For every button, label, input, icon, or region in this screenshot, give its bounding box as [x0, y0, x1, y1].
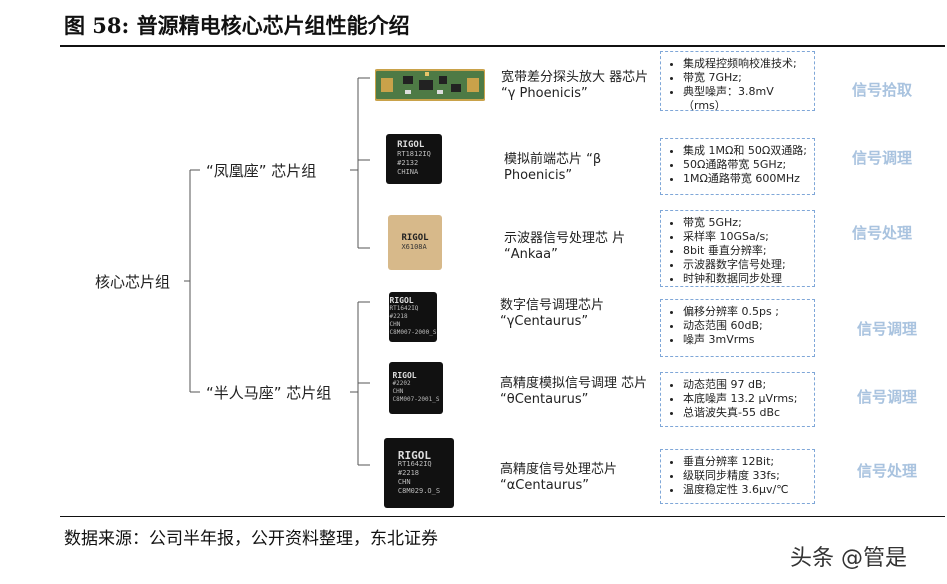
spec-box-b-phoenicis: 集成 1MΩ和 50Ω双通路; 50Ω通路带宽 5GHz; 1MΩ通路带宽 60…	[660, 138, 815, 195]
group-phoenix: “凤凰座” 芯片组	[206, 162, 317, 180]
spec-item: 50Ω通路带宽 5GHz;	[683, 158, 808, 172]
spec-item: 带宽 5GHz;	[683, 216, 808, 230]
chip-t-centaurus-image: RIGOL #2202 CHN C8M007-2001_S	[389, 362, 443, 414]
footer-rule	[60, 516, 945, 517]
figure-title: 图 58: 普源精电核心芯片组性能介绍	[64, 13, 410, 38]
function-tag-signal-processing: 信号处理	[857, 462, 918, 480]
spec-item: 集成 1MΩ和 50Ω双通路;	[683, 144, 808, 158]
chip-marking-brand: RIGOL	[401, 232, 429, 243]
spec-item: 示波器数字信号处理;	[683, 258, 808, 272]
chip-marking: C8M007-2000_S	[389, 329, 437, 336]
chip-b-phoenicis-image: RIGOL RT1812IQ #2132 CHINA	[386, 134, 442, 184]
spec-item: 采样率 10GSa/s;	[683, 230, 808, 244]
spec-item: 集成程控频响校准技术;	[683, 57, 808, 71]
spec-item: 1MΩ通路带宽 600MHz	[683, 172, 808, 186]
chip-a-centaurus-image: RIGOL RT1642IQ #2218 CHN C8M029.O_S	[384, 438, 454, 508]
chip-marking: X6108A	[401, 242, 427, 251]
chip-marking: RT1812IQ	[397, 150, 431, 158]
spec-item: 噪声 3mVrms	[683, 333, 808, 347]
chip-marking: CHN	[392, 388, 404, 395]
chip-name-g-centaurus: 数字信号调理芯片 “γCentaurus”	[500, 298, 605, 329]
chip-marking: #2132	[397, 159, 419, 167]
chip-name-t-centaurus: 高精度模拟信号调理 芯片 “θCentaurus”	[500, 376, 648, 407]
chip-name-g-phoenicis: 宽带差分探头放大 器芯片 “γ Phoenicis”	[501, 70, 649, 101]
spec-box-ankaa: 带宽 5GHz; 采样率 10GSa/s; 8bit 垂直分辨率; 示波器数字信…	[660, 210, 815, 287]
title-rule	[60, 45, 945, 47]
spec-box-a-centaurus: 垂直分辨率 12Bit; 级联同步精度 33fs; 温度稳定性 3.6μv/℃	[660, 449, 815, 504]
watermark-text: 头条 @管是	[790, 546, 907, 571]
spec-item: 时钟和数据同步处理	[683, 272, 808, 286]
spec-item: 级联同步精度 33fs;	[683, 469, 808, 483]
chip-name-b-phoenicis: 模拟前端芯片 “β Phoenicis”	[504, 152, 602, 183]
spec-item: 带宽 7GHz;	[683, 71, 808, 85]
chip-name-ankaa: 示波器信号处理芯 片 “Ankaa”	[504, 231, 626, 262]
spec-item: 8bit 垂直分辨率;	[683, 244, 808, 258]
chip-marking: #2202	[392, 380, 411, 387]
spec-item: 本底噪声 13.2 μVrms;	[683, 392, 808, 406]
chip-marking: #2218	[389, 313, 408, 320]
group-centaurus: “半人马座” 芯片组	[206, 384, 332, 402]
spec-box-g-phoenicis: 集成程控频响校准技术; 带宽 7GHz; 典型噪声：3.8mV（rms）	[660, 51, 815, 113]
spec-item: 典型噪声：3.8mV（rms）	[683, 85, 808, 113]
chip-marking: CHN	[397, 477, 411, 486]
chip-marking: CHN	[389, 321, 401, 328]
spec-box-t-centaurus: 动态范围 97 dB; 本底噪声 13.2 μVrms; 总谐波失真-55 dB…	[660, 372, 815, 427]
chip-name-a-centaurus: 高精度信号处理芯片 “αCentaurus”	[500, 462, 618, 493]
chip-marking: C8M029.O_S	[397, 486, 441, 495]
function-tag-signal-processing: 信号处理	[852, 224, 913, 242]
chip-marking-brand: RIGOL	[392, 371, 417, 380]
chip-marking-brand: RIGOL	[397, 140, 425, 150]
function-tag-signal-conditioning: 信号调理	[857, 320, 918, 338]
chip-marking: C8M007-2001_S	[392, 396, 440, 403]
source-note: 数据来源：公司半年报，公开资料整理，东北证券	[64, 529, 438, 549]
chip-marking: #2218	[397, 468, 419, 477]
chip-marking: CHINA	[397, 168, 419, 176]
function-tag-signal-conditioning: 信号调理	[852, 149, 913, 167]
spec-item: 温度稳定性 3.6μv/℃	[683, 483, 808, 497]
pcb-probe-amplifier-image	[374, 64, 486, 106]
spec-item: 偏移分辨率 0.5ps ;	[683, 305, 808, 319]
chip-marking: RT1642IQ	[397, 459, 432, 468]
root-node: 核心芯片组	[95, 273, 171, 291]
chip-g-centaurus-image: RIGOL RT1642IQ #2218 CHN C8M007-2000_S	[389, 292, 437, 342]
spec-item: 动态范围 97 dB;	[683, 378, 808, 392]
chip-ankaa-image: RIGOL X6108A	[388, 215, 442, 270]
chip-marking-brand: RIGOL	[389, 296, 414, 305]
spec-box-g-centaurus: 偏移分辨率 0.5ps ; 动态范围 60dB; 噪声 3mVrms	[660, 299, 815, 357]
chip-marking: RT1642IQ	[389, 305, 419, 312]
spec-item: 垂直分辨率 12Bit;	[683, 455, 808, 469]
spec-item: 动态范围 60dB;	[683, 319, 808, 333]
chip-marking-brand: RIGOL	[397, 448, 432, 462]
function-tag-signal-conditioning: 信号调理	[857, 388, 918, 406]
spec-item: 总谐波失真-55 dBc	[683, 406, 808, 420]
function-tag-signal-pickup: 信号拾取	[852, 81, 913, 99]
